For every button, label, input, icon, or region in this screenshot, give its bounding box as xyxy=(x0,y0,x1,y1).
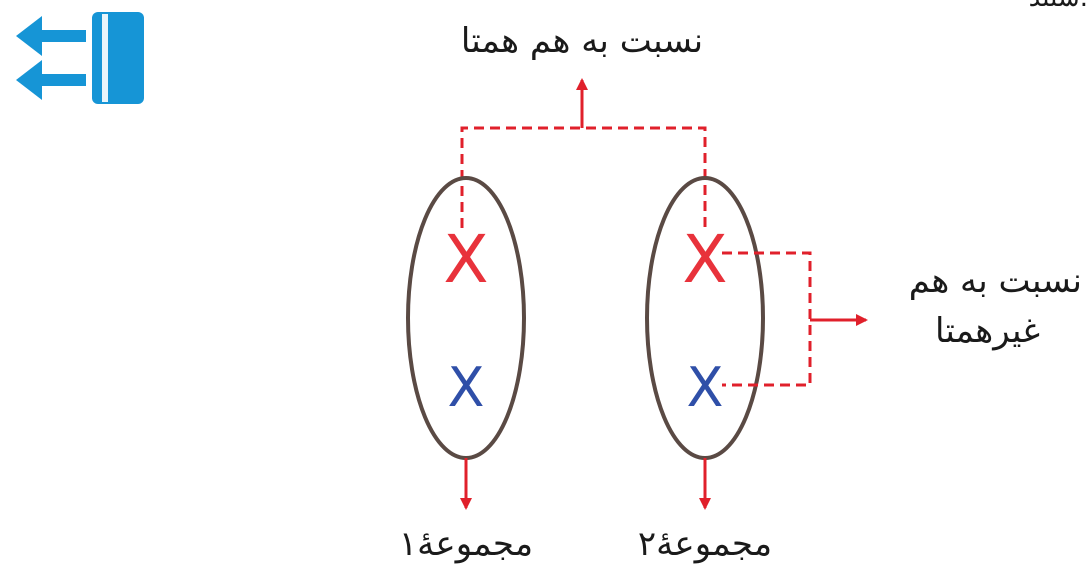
set2-label: مجموعهٔ۲ xyxy=(638,524,772,564)
non-homologous-label-line1: نسبت به هم xyxy=(909,261,1082,301)
non-homologous-connector xyxy=(722,251,868,387)
non-homologous-label-line2: غیرهمتا xyxy=(935,311,1040,351)
homologous-label: نسبت به هم همتا xyxy=(461,21,703,61)
book-with-arrows-icon[interactable] xyxy=(16,12,144,104)
set2-blue-chromosome: X xyxy=(687,356,724,419)
set1-label: مجموعهٔ۱ xyxy=(399,524,533,564)
set2-red-chromosome: X xyxy=(682,221,727,298)
set1-blue-chromosome: X xyxy=(448,356,485,419)
top-right-fragment: ستند. xyxy=(1029,0,1088,13)
set1-red-chromosome: X xyxy=(443,221,488,298)
